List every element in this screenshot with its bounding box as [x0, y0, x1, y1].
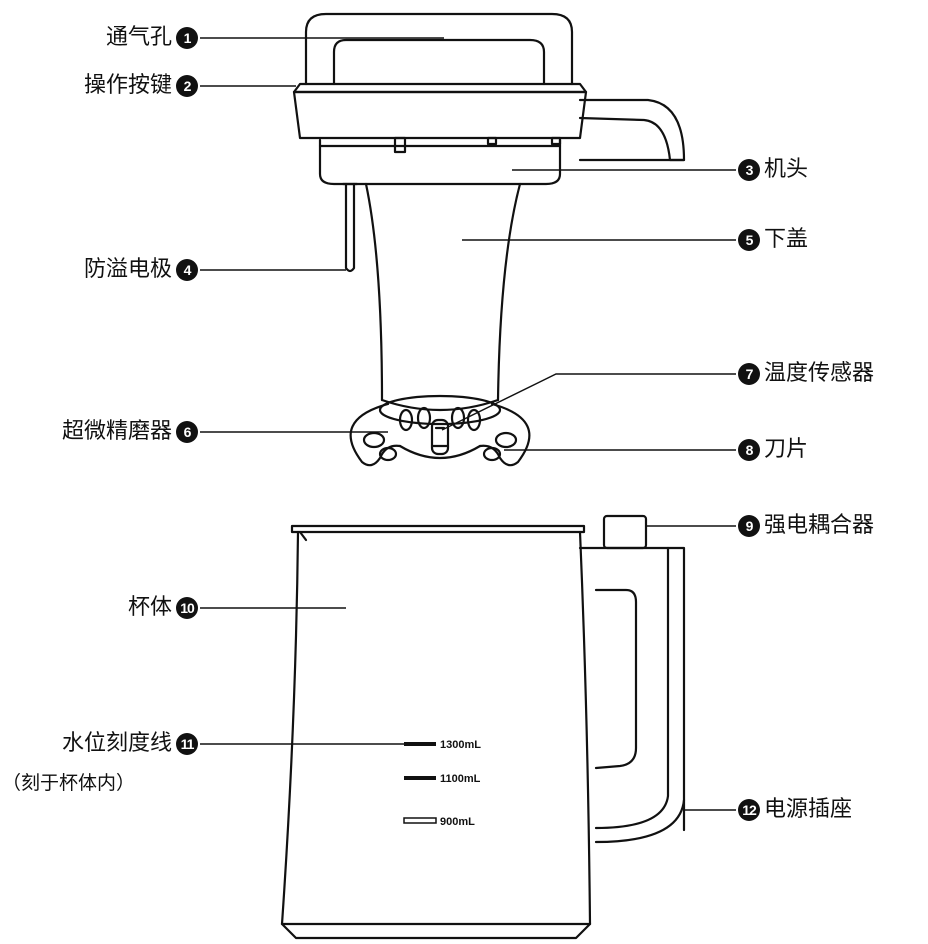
- leader-lines: [200, 37, 736, 811]
- number-badge: 10: [176, 597, 198, 619]
- label-lower-cover: 5 下盖: [738, 227, 808, 253]
- number-badge: 12: [738, 799, 760, 821]
- water-level-marks: [403, 742, 437, 824]
- label-blade: 8 刀片: [738, 437, 808, 463]
- label-text: 防溢电极: [83, 257, 172, 282]
- level-mark-bar: [404, 742, 436, 746]
- number-badge: 5: [738, 229, 760, 251]
- number-badge: 4: [176, 259, 198, 281]
- label-control-button: 操作按键 2: [84, 73, 198, 99]
- label-power-coupler: 9 强电耦合器: [738, 513, 874, 539]
- label-text: 温度传感器: [764, 361, 875, 386]
- cup-body: [280, 514, 686, 940]
- label-water-level-note: （刻于杯体内）: [2, 772, 136, 794]
- number-badge: 7: [738, 363, 760, 385]
- scale-mark-1100: 1100mL: [440, 773, 481, 785]
- level-mark-bar: [404, 776, 436, 780]
- number-badge: 6: [176, 421, 198, 443]
- number-badge: 2: [176, 75, 198, 97]
- motor-head: [292, 12, 686, 412]
- grinder-assembly: [349, 394, 531, 467]
- label-text: 杯体: [127, 595, 172, 620]
- label-overflow-electrode: 防溢电极 4: [84, 257, 198, 283]
- number-badge: 11: [176, 733, 198, 755]
- label-text: 通气孔: [105, 25, 172, 50]
- scale-mark-900: 900mL: [440, 816, 475, 828]
- label-vent-hole: 通气孔 1: [106, 25, 198, 51]
- label-power-socket: 12 电源插座: [738, 797, 852, 823]
- number-badge: 9: [738, 515, 760, 537]
- label-text: 下盖: [764, 227, 809, 252]
- label-temperature-sensor: 7 温度传感器: [738, 361, 874, 387]
- label-motor-head: 3 机头: [738, 157, 808, 183]
- label-cup-body: 杯体 10: [128, 595, 198, 621]
- label-text: 刀片: [764, 437, 809, 462]
- label-text: 电源插座: [764, 797, 853, 822]
- label-text: 水位刻度线: [61, 731, 172, 756]
- label-text: 强电耦合器: [764, 513, 875, 538]
- scale-mark-1300: 1300mL: [440, 739, 481, 751]
- label-text: 操作按键: [83, 73, 172, 98]
- number-badge: 1: [176, 27, 198, 49]
- label-text: 超微精磨器: [61, 419, 172, 444]
- number-badge: 3: [738, 159, 760, 181]
- label-grinder: 超微精磨器 6: [62, 419, 198, 445]
- label-water-level: 水位刻度线 11: [62, 731, 198, 757]
- number-badge: 8: [738, 439, 760, 461]
- level-mark-bar: [403, 817, 437, 824]
- label-text: 机头: [764, 157, 809, 182]
